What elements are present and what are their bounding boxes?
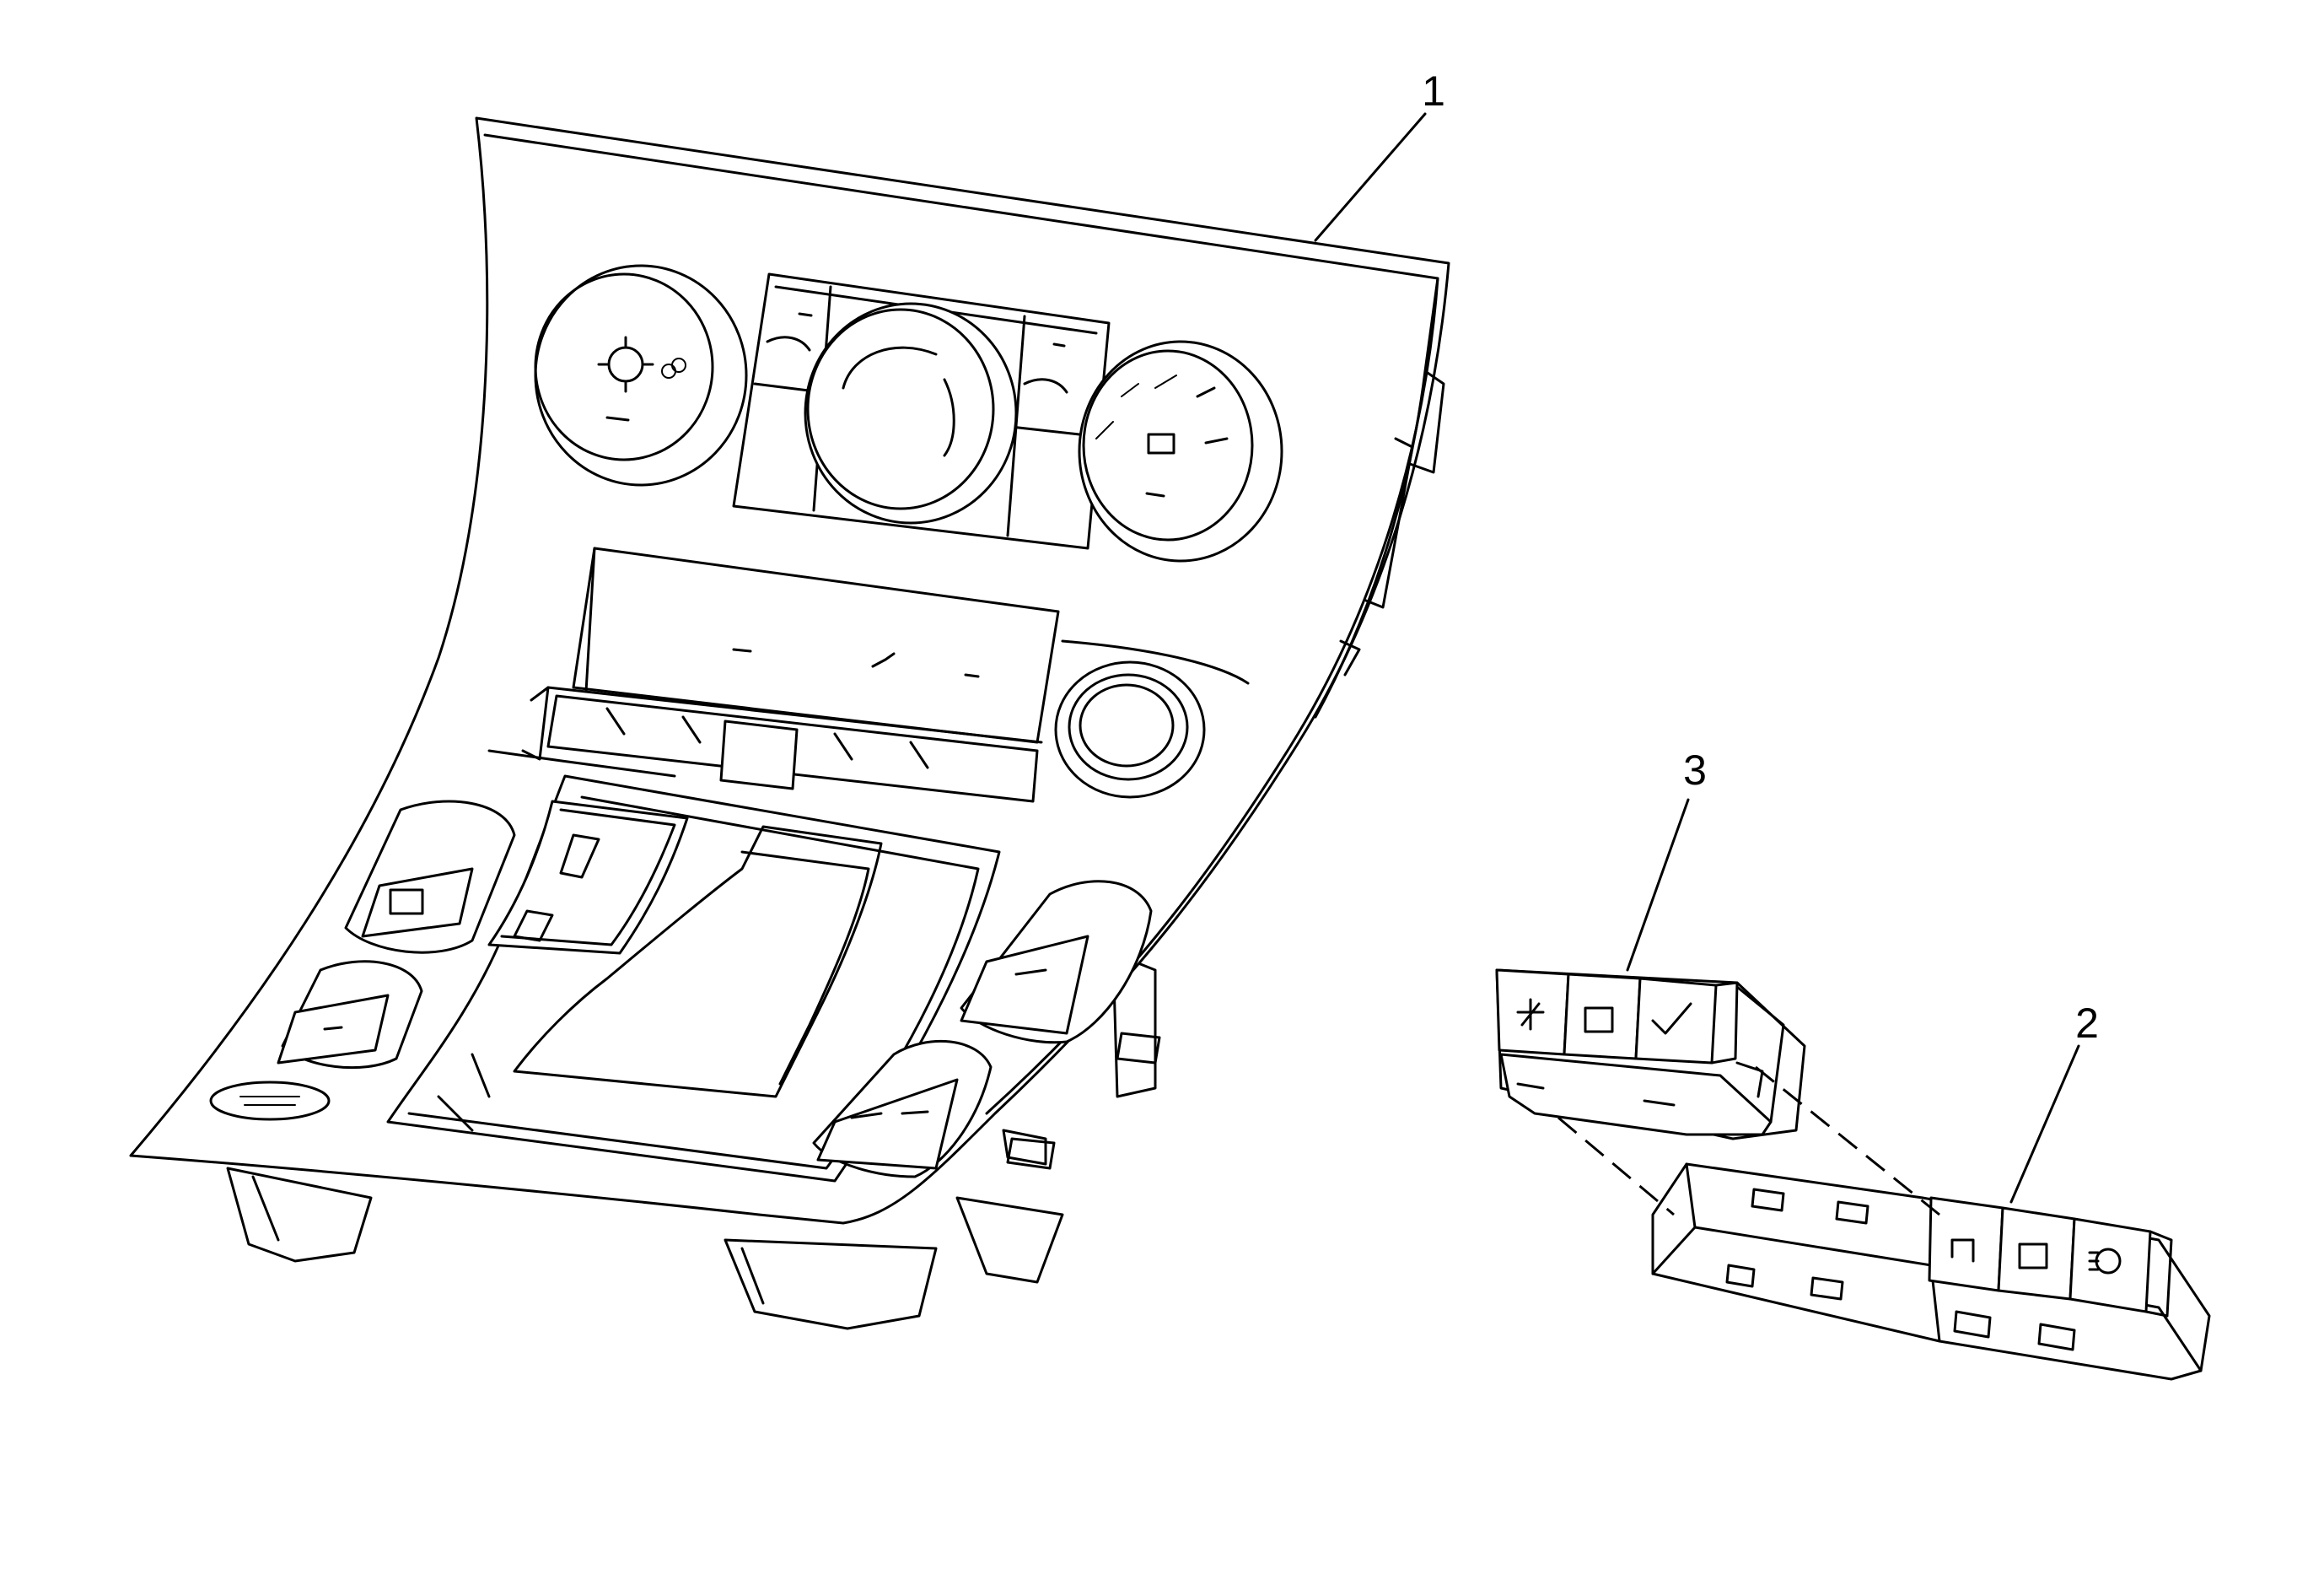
display-window (521, 547, 1060, 803)
right-switch-recess-upper (960, 880, 1153, 1044)
leader-line-3 (1626, 798, 1690, 972)
left-vent-grille (209, 1081, 331, 1121)
switch-assembly-lower (1651, 1162, 2211, 1381)
left-switch-recess-upper (344, 800, 516, 954)
leader-line-2 (2009, 1044, 2080, 1204)
alignment-line-right (1755, 1065, 1940, 1216)
right-switch-recess-lower (812, 1039, 993, 1178)
temperature-knob (804, 302, 1018, 525)
callout-label-2: 2 (2075, 1000, 2099, 1047)
left-switch-recess-lower (277, 960, 423, 1070)
air-mode-knob (1078, 340, 1283, 563)
callout-3: 3 (1626, 747, 1707, 972)
callout-label-1: 1 (1422, 67, 1445, 115)
alignment-line-left (1557, 1116, 1675, 1216)
fan-speed-knob (534, 264, 748, 487)
power-outlet (1054, 660, 1206, 799)
console-trim-plate (129, 116, 1450, 1330)
cup-holder-left (487, 800, 689, 955)
callout-label-3: 3 (1683, 747, 1707, 794)
leader-line-1 (1314, 112, 1427, 242)
switch-assembly-upper (1495, 968, 1806, 1140)
callout-1: 1 (1314, 67, 1445, 242)
callout-2: 2 (2009, 1000, 2099, 1204)
